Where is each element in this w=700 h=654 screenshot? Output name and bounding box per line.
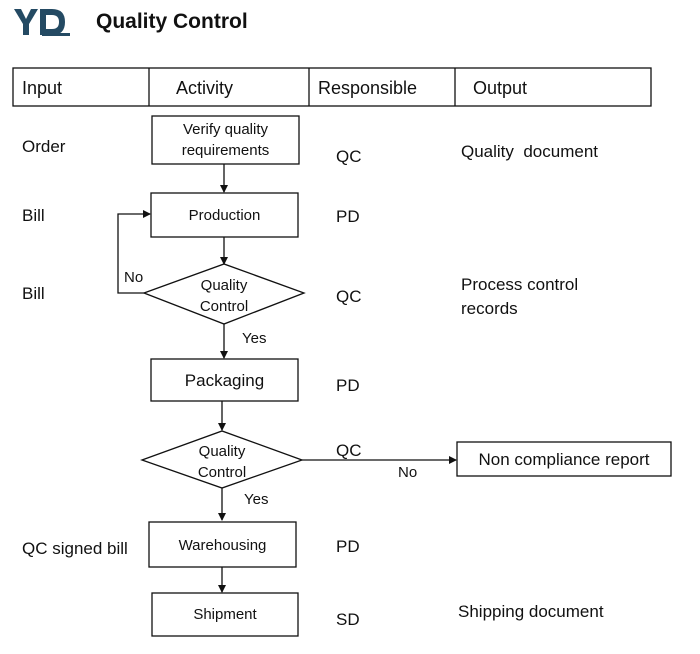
no-label: No [124, 269, 143, 286]
responsible-label: QC [336, 441, 362, 460]
input-label: QC signed bill [22, 539, 128, 558]
column-header-activity: Activity [176, 78, 233, 98]
verify-requirements-box: Verify quality requirements [151, 115, 300, 165]
no-label: No [398, 464, 417, 481]
responsible-label: QC [336, 287, 362, 306]
svg-text:Verify quality: Verify quality [183, 121, 269, 138]
column-header-input: Input [22, 78, 62, 98]
responsible-label: PD [336, 376, 360, 395]
svg-text:Control: Control [200, 298, 248, 315]
responsible-label: QC [336, 147, 362, 166]
svg-text:Packaging: Packaging [185, 371, 264, 390]
yes-label: Yes [242, 330, 266, 347]
svg-text:Non compliance report: Non compliance report [478, 450, 649, 469]
svg-text:requirements: requirements [182, 142, 270, 159]
loop-back-arrow [117, 210, 151, 294]
responsible-label: PD [336, 207, 360, 226]
company-logo [14, 9, 70, 36]
column-header-row: Input Activity Responsible Output [12, 67, 652, 107]
page-title: Quality Control [96, 10, 248, 33]
svg-text:Control: Control [198, 464, 246, 481]
svg-text:Quality: Quality [201, 277, 248, 294]
svg-text:Quality: Quality [199, 443, 246, 460]
svg-text:Production: Production [189, 207, 261, 224]
packaging-box: Packaging [150, 358, 299, 402]
quality-control-decision-1: Quality Control [142, 263, 306, 325]
output-label: Shipping document [458, 602, 604, 621]
input-label: Order [22, 137, 66, 156]
output-label: Process control [461, 275, 578, 294]
warehousing-box: Warehousing [148, 521, 297, 568]
column-header-responsible: Responsible [318, 78, 417, 98]
noncompliance-report-box: Non compliance report [456, 441, 672, 477]
output-label: records [461, 299, 518, 318]
svg-text:Warehousing: Warehousing [179, 537, 267, 554]
responsible-label: PD [336, 537, 360, 556]
input-label: Bill [22, 284, 45, 303]
column-header-output: Output [473, 78, 527, 98]
shipment-box: Shipment [151, 592, 299, 637]
svg-text:Shipment: Shipment [193, 606, 257, 623]
responsible-label: SD [336, 610, 360, 629]
yes-label: Yes [244, 491, 268, 508]
quality-control-decision-2: Quality Control [140, 430, 304, 489]
output-label: Quality document [461, 142, 598, 161]
production-box: Production [150, 192, 299, 238]
input-label: Bill [22, 206, 45, 225]
